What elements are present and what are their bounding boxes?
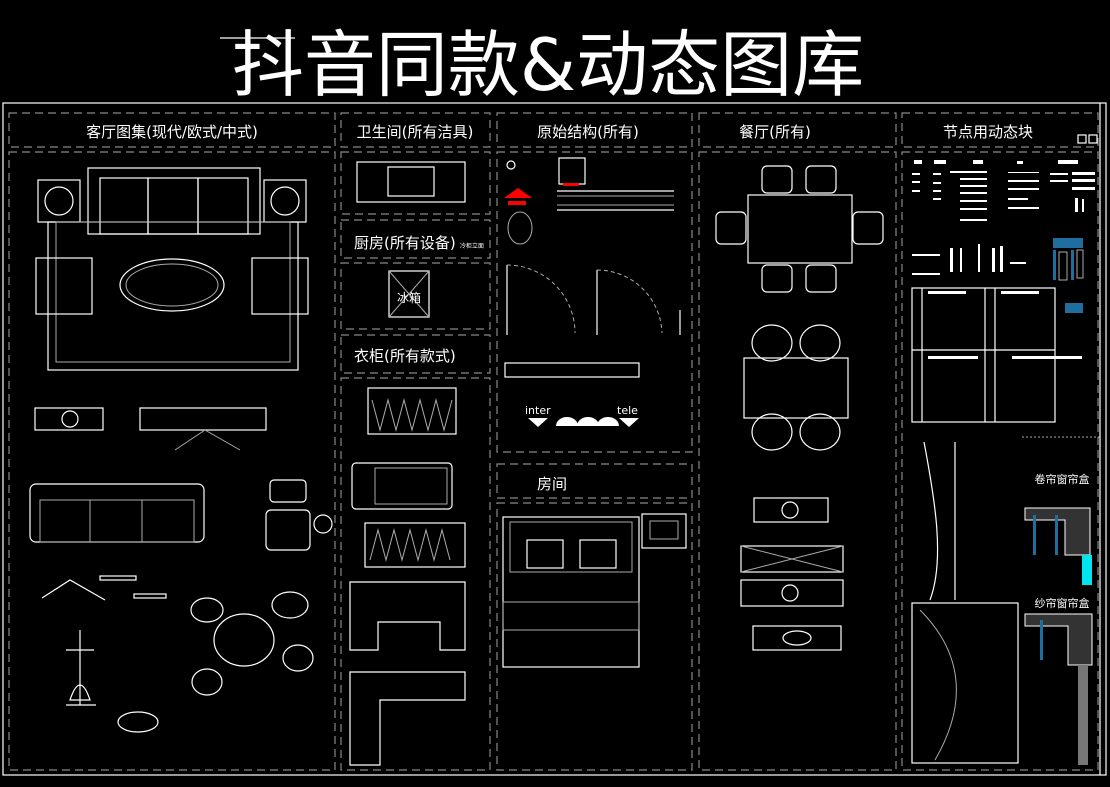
symbol-tele: tele	[617, 404, 638, 417]
fridge-block	[388, 270, 430, 318]
dining-blocks	[715, 165, 884, 651]
node-blocks-heading: 节点用动态块	[943, 123, 1033, 141]
block-icon	[1088, 134, 1098, 144]
drawing-title: 抖音同款&动态图库	[232, 23, 864, 107]
node-blocks	[911, 103, 1101, 775]
dining-heading: 餐厅(所有)	[739, 123, 811, 141]
bathroom-heading: 卫生间(所有洁具)	[357, 123, 474, 141]
wardrobe-blocks	[349, 387, 466, 766]
arrow-up-icon	[504, 188, 532, 198]
block-icon	[1077, 134, 1087, 144]
room-heading: 房间	[537, 475, 567, 493]
structure-heading: 原始结构(所有)	[537, 123, 639, 141]
symbol-inter: inter	[525, 404, 551, 417]
outer-frame	[2, 102, 1107, 776]
kitchen-note: 冷柜立面	[460, 242, 484, 250]
structure-blocks	[504, 157, 681, 427]
living-room-heading: 客厅图集(现代/欧式/中式)	[86, 123, 258, 141]
wardrobe-heading: 衣柜(所有款式)	[354, 347, 456, 365]
section-frames	[8, 112, 1099, 771]
fridge-label: 冰箱	[397, 290, 421, 305]
bed-block	[502, 513, 687, 668]
living-room-blocks	[29, 167, 333, 733]
bathroom-blocks	[356, 161, 466, 203]
sheer-curtain-box-label: 纱帘窗帘盒	[1035, 596, 1090, 610]
kitchen-heading: 厨房(所有设备)	[354, 234, 456, 252]
roller-blind-box-label: 卷帘窗帘盒	[1035, 472, 1090, 486]
